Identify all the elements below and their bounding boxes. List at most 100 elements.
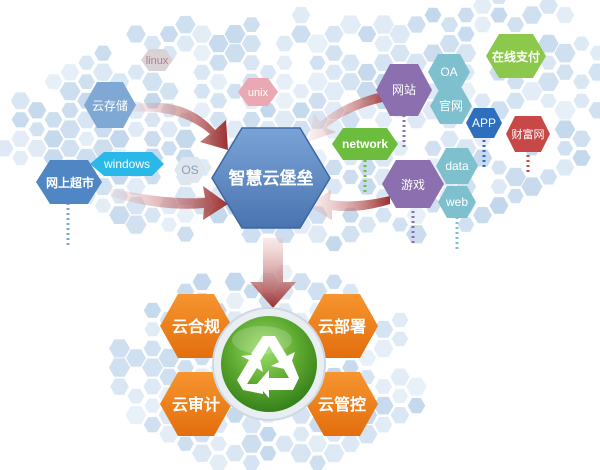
arrow-from-games: [308, 190, 390, 220]
node-games-label: 游戏: [401, 178, 425, 192]
background-hex: [308, 92, 327, 109]
background-hex: [193, 84, 211, 99]
background-hex: [59, 82, 81, 101]
background-hex: [259, 65, 277, 80]
background-hex: [225, 292, 245, 309]
node-online-supermarket-label: 网上超市: [46, 175, 94, 190]
background-hex: [144, 398, 161, 413]
background-hex: [457, 7, 475, 23]
background-hex: [259, 103, 277, 118]
background-hex: [373, 15, 394, 34]
node-official-site: 官网: [430, 88, 472, 124]
background-hex: [357, 178, 377, 195]
background-hex: [192, 25, 212, 43]
background-hex: [242, 17, 261, 32]
background-hex: [341, 54, 360, 71]
background-hex: [144, 322, 161, 337]
outcome-cloud-compliance: 云合规: [160, 294, 232, 358]
background-hex: [325, 45, 343, 61]
background-hex: [473, 0, 492, 14]
background-hex: [491, 160, 507, 175]
background-hex: [291, 273, 311, 291]
background-hex: [78, 132, 95, 146]
background-hex: [126, 178, 146, 195]
node-web-label: web: [445, 195, 468, 209]
background-hex: [208, 34, 229, 53]
background-hex: [440, 17, 459, 32]
node-website-label: 网站: [392, 83, 416, 97]
outcome-cloud-audit: 云审计: [160, 372, 232, 436]
node-data: data: [436, 148, 478, 184]
background-hex: [60, 64, 80, 81]
node-linux-label: linux: [146, 55, 169, 67]
background-hex: [11, 130, 30, 147]
arrow-from-cloud-storage: [130, 102, 228, 150]
background-hex: [490, 179, 508, 194]
background-hex: [127, 64, 145, 80]
background-hex: [555, 7, 575, 23]
background-hex: [522, 6, 542, 24]
background-hex: [209, 454, 228, 470]
background-hex: [43, 130, 64, 148]
outcome-cloud-deploy-label: 云部署: [318, 317, 366, 336]
background-hex: [424, 140, 442, 156]
background-hex: [161, 217, 177, 232]
background-hex: [391, 389, 409, 404]
background-hex: [307, 72, 328, 91]
node-oa: OA: [428, 54, 470, 90]
background-hex: [474, 93, 491, 108]
background-hex: [390, 368, 410, 386]
background-hex: [406, 206, 427, 224]
background-hex: [540, 93, 557, 108]
background-hex: [588, 102, 600, 119]
background-hex: [340, 73, 361, 91]
background-hex: [538, 34, 559, 53]
background-hex: [573, 36, 590, 51]
background-hex: [290, 444, 312, 463]
background-hex: [391, 331, 409, 347]
background-hex: [473, 207, 492, 224]
background-hex: [259, 446, 277, 461]
background-hex: [224, 25, 246, 44]
node-online-supermarket: 网上超市: [36, 160, 102, 204]
background-hex: [226, 83, 244, 99]
background-hex: [0, 140, 14, 157]
background-hex: [342, 169, 359, 185]
background-hex: [572, 150, 591, 166]
background-hex: [159, 82, 179, 100]
background-hex: [490, 7, 508, 23]
background-hex: [588, 63, 600, 81]
background-hex: [192, 273, 212, 290]
background-hex: [342, 360, 359, 375]
background-hex: [210, 436, 227, 451]
background-hex: [457, 26, 475, 42]
background-hex: [175, 129, 196, 148]
background-hex: [78, 74, 95, 89]
background-hex: [308, 435, 327, 452]
background-hex: [373, 54, 394, 72]
background-hex: [242, 112, 261, 128]
background-hex: [276, 55, 293, 70]
background-hex: [589, 45, 600, 61]
background-hex: [110, 378, 129, 395]
background-hex: [94, 198, 112, 213]
background-hex: [406, 377, 427, 396]
background-hex: [389, 25, 411, 44]
background-hex: [309, 55, 326, 70]
background-hex: [127, 388, 145, 404]
background-hex: [341, 435, 360, 452]
background-hex: [11, 112, 30, 128]
background-hex: [539, 0, 558, 14]
background-hex: [390, 407, 410, 424]
background-hex: [176, 35, 195, 52]
background-hex: [143, 131, 162, 147]
background-hex: [307, 282, 328, 300]
node-wealth-net-label: 财富网: [512, 127, 545, 141]
background-hex: [192, 45, 212, 61]
background-hex: [341, 226, 360, 243]
background-hex: [12, 150, 29, 165]
background-hex: [275, 435, 294, 452]
background-hex: [94, 45, 112, 61]
background-hex: [61, 102, 79, 118]
node-wealth-net: 财富网: [506, 116, 550, 152]
